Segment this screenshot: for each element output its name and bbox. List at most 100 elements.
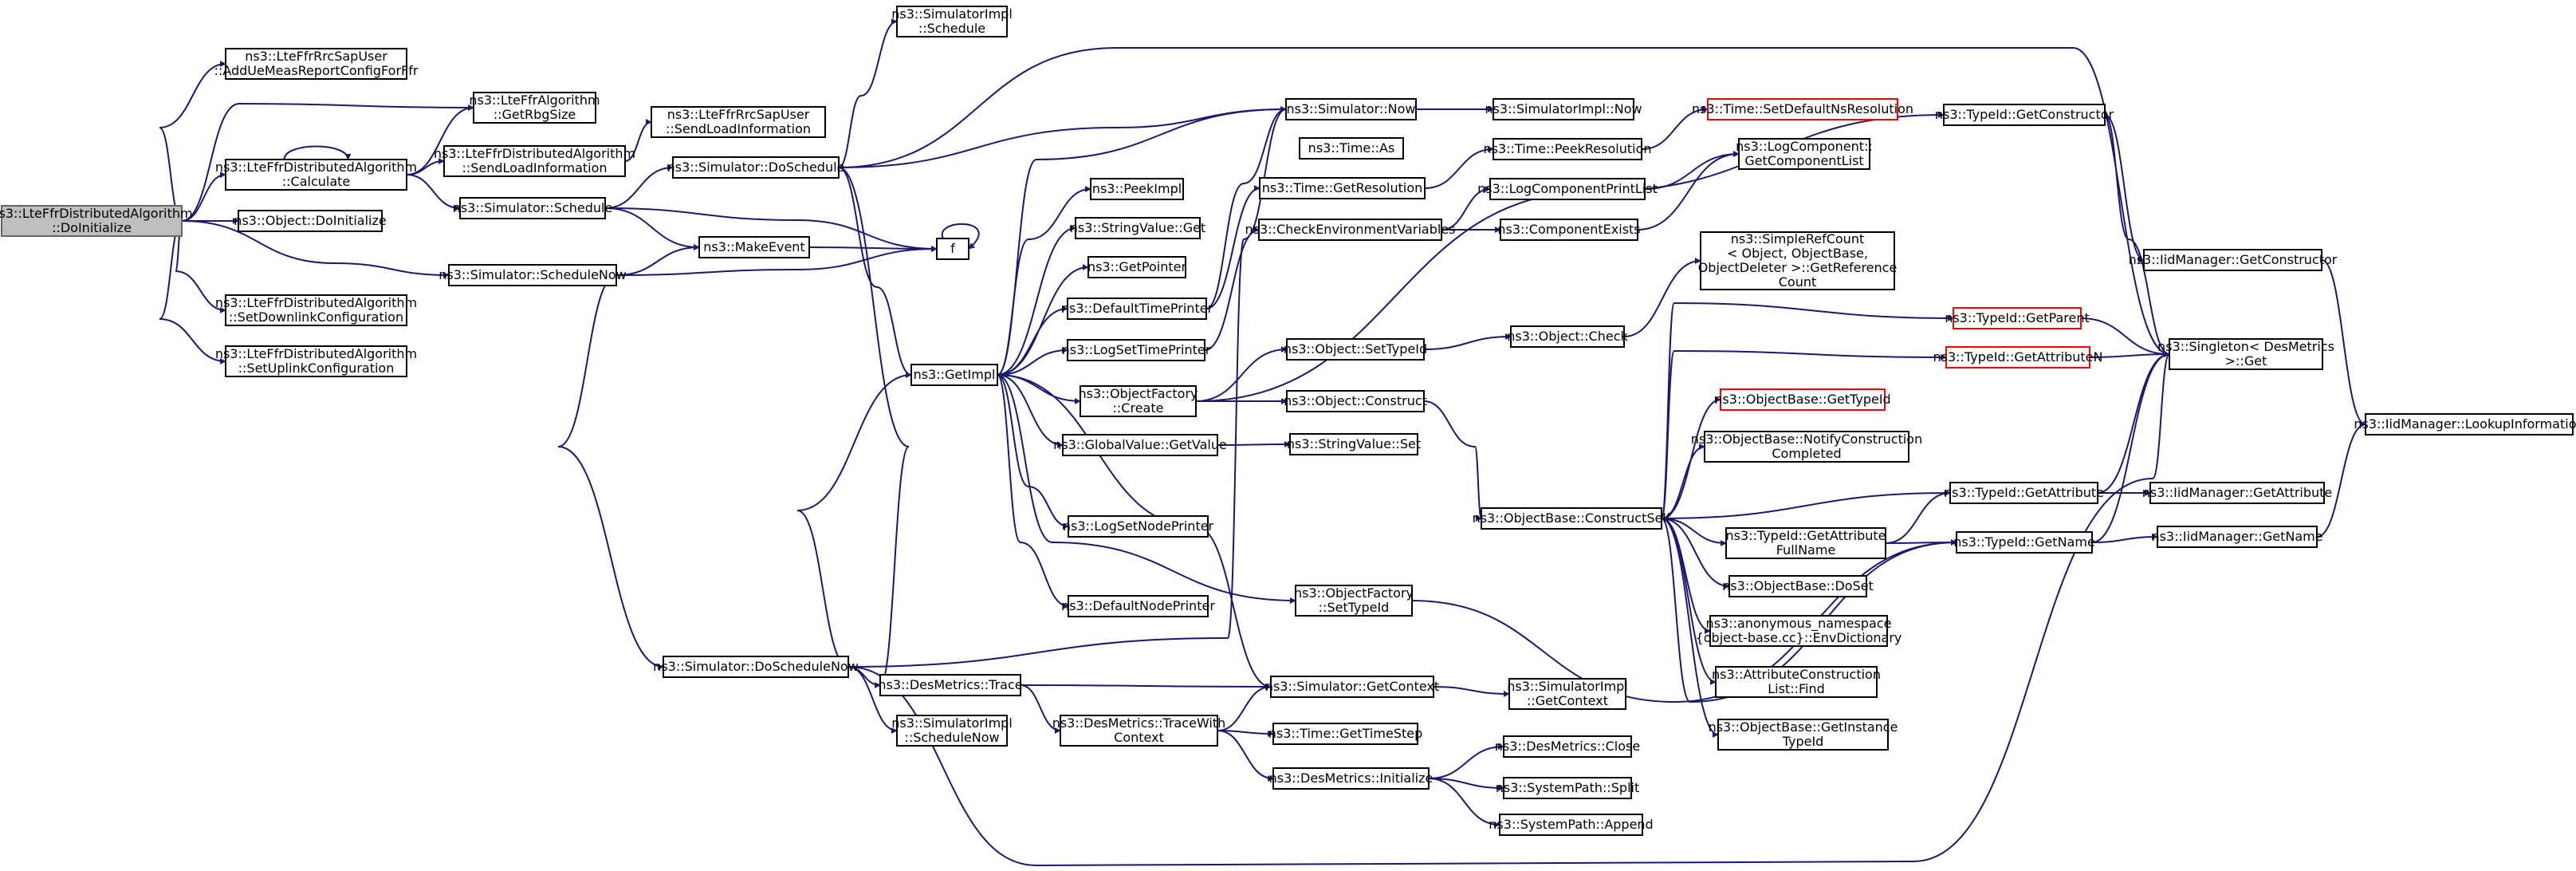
call-edge-typeidgetattr-to-singletonget bbox=[2097, 351, 2170, 494]
function-node-deftimeprinter[interactable]: ns3::DefaultTimePrinter bbox=[1061, 298, 1213, 320]
function-node-doinit[interactable]: ns3::LteFfrDistributedAlgorithm::DoIniti… bbox=[0, 205, 193, 237]
function-node-typeidgetname[interactable]: ns3::TypeId::GetName bbox=[1953, 531, 2095, 554]
function-node-envdict[interactable]: ns3::anonymous_namespace{object-base.cc}… bbox=[1696, 615, 1902, 647]
function-node-simgetctx[interactable]: ns3::Simulator::GetContext bbox=[1265, 676, 1439, 698]
node-box bbox=[1067, 339, 1205, 361]
function-node-objfactcreate[interactable]: ns3::ObjectFactory::Create bbox=[1079, 385, 1198, 417]
function-node-globalvalget[interactable]: ns3::GlobalValue::GetValue bbox=[1053, 434, 1227, 456]
call-edge-calculate-to-getrbgsize bbox=[406, 104, 474, 175]
node-label: ns3::Simulator::ScheduleNow bbox=[439, 267, 627, 282]
node-label: ns3::ObjectBase::GetTypeId bbox=[1714, 392, 1890, 407]
function-node-implgetctx[interactable]: ns3::SimulatorImpl::GetContext bbox=[1507, 678, 1628, 710]
node-box bbox=[1090, 178, 1184, 200]
node-box bbox=[1720, 388, 1886, 411]
node-label: ns3::Time::As bbox=[1308, 140, 1395, 156]
function-node-objconstruct[interactable]: ns3::Object::Construct bbox=[1284, 390, 1427, 412]
function-node-desmclose[interactable]: ns3::DesMetrics::Close bbox=[1495, 735, 1640, 758]
function-node-objfactsettypeid[interactable]: ns3::ObjectFactory::SetTypeId bbox=[1294, 585, 1414, 617]
function-node-desmtrace[interactable]: ns3::DesMetrics::Trace bbox=[878, 674, 1023, 696]
function-node-f[interactable]: f bbox=[936, 238, 969, 260]
function-node-schednow[interactable]: ns3::Simulator::ScheduleNow bbox=[439, 264, 627, 286]
node-box bbox=[672, 156, 840, 179]
call-edge-deftimeprinter-to-simnow bbox=[1205, 106, 1287, 309]
node-label: Completed bbox=[1772, 446, 1841, 461]
node-label: ns3::TypeId::GetParent bbox=[1945, 310, 2090, 325]
call-edge-checkenv-to-logcompprintlist bbox=[1441, 186, 1491, 231]
function-node-objsettypeid[interactable]: ns3::Object::SetTypeId bbox=[1284, 338, 1427, 361]
node-label: ns3::anonymous_namespace bbox=[1706, 616, 1892, 632]
call-edge-getimpl-to-deftimeprinter bbox=[997, 305, 1068, 376]
function-node-syspathsplit[interactable]: ns3::SystemPath::Split bbox=[1496, 777, 1640, 799]
call-edge-typeidgetattrn-to-singletonget bbox=[2089, 351, 2170, 358]
function-node-timegetres[interactable]: ns3::Time::GetResolution bbox=[1259, 177, 1426, 199]
function-node-logsetnodeprinter[interactable]: ns3::LogSetNodePrinter bbox=[1063, 515, 1214, 538]
function-node-typeidgetparent[interactable]: ns3::TypeId::GetParent bbox=[1945, 307, 2090, 329]
function-node-makeevent[interactable]: ns3::MakeEvent bbox=[698, 236, 810, 258]
function-node-implschednow[interactable]: ns3::SimulatorImpl::ScheduleNow bbox=[891, 715, 1013, 747]
node-box bbox=[1956, 531, 2093, 554]
function-node-iidgetconstructor[interactable]: ns3::IidManager::GetConstructor bbox=[2129, 249, 2338, 271]
function-node-singletonget[interactable]: ns3::Singleton< DesMetrics>::Get bbox=[2157, 338, 2334, 370]
function-node-objbaseconstructself[interactable]: ns3::ObjectBase::ConstructSelf bbox=[1473, 507, 1671, 530]
function-node-peekres[interactable]: ns3::Time::PeekResolution bbox=[1483, 138, 1652, 160]
function-node-getpointer[interactable]: ns3::GetPointer bbox=[1087, 256, 1187, 278]
function-node-typeidgetattrn[interactable]: ns3::TypeId::GetAttributeN bbox=[1933, 346, 2103, 368]
function-node-simnow[interactable]: ns3::Simulator::Now bbox=[1285, 98, 1417, 120]
function-node-calculate[interactable]: ns3::LteFfrDistributedAlgorithm::Calcula… bbox=[215, 159, 417, 191]
function-node-adduemeas[interactable]: ns3::LteFfrRrcSapUser::AddUeMeasReportCo… bbox=[214, 48, 419, 80]
node-box bbox=[2365, 413, 2574, 436]
function-node-strvalset[interactable]: ns3::StringValue::Set bbox=[1287, 433, 1421, 455]
function-node-objcheck[interactable]: ns3::Object::Check bbox=[1507, 325, 1629, 348]
function-node-dosched[interactable]: ns3::Simulator::DoScheduleNow bbox=[653, 656, 859, 678]
function-node-objbasegettypeid[interactable]: ns3::ObjectBase::GetTypeId bbox=[1714, 388, 1891, 411]
node-label: ns3::LogComponent:: bbox=[1736, 139, 1873, 154]
node-box bbox=[1508, 678, 1626, 710]
node-box bbox=[1707, 98, 1898, 120]
function-node-doschedule[interactable]: ns3::Simulator::DoSchedule bbox=[667, 156, 845, 179]
function-node-setdl[interactable]: ns3::LteFfrDistributedAlgorithm::SetDown… bbox=[215, 294, 417, 326]
function-node-logcompprintlist[interactable]: ns3::LogComponentPrintList bbox=[1477, 178, 1658, 200]
function-node-getcomplist[interactable]: ns3::LogComponent::GetComponentList bbox=[1736, 138, 1873, 170]
call-edge-desminit-to-syspathsplit bbox=[1428, 778, 1504, 791]
function-node-compexists[interactable]: ns3::ComponentExists bbox=[1497, 219, 1641, 241]
function-node-timegetstep[interactable]: ns3::Time::GetTimeStep bbox=[1268, 723, 1422, 745]
call-edge-objbaseconstructself-to-typeidgetattrfull bbox=[1661, 518, 1727, 546]
node-label: ns3::IidManager::LookupInformation bbox=[2354, 416, 2576, 432]
function-node-typeidgetattr[interactable]: ns3::TypeId::GetAttribute bbox=[1944, 482, 2104, 504]
function-node-setdefres[interactable]: ns3::Time::SetDefaultNsResolution bbox=[1692, 98, 1913, 120]
function-node-iidlookup[interactable]: ns3::IidManager::LookupInformation bbox=[2354, 413, 2576, 436]
function-node-notifyconstr[interactable]: ns3::ObjectBase::NotifyConstructionCompl… bbox=[1691, 431, 1922, 463]
function-node-getrbgsize[interactable]: ns3::LteFfrAlgorithm::GetRbgSize bbox=[469, 92, 600, 124]
function-node-checkenv[interactable]: ns3::CheckEnvironmentVariables bbox=[1245, 219, 1456, 241]
function-node-logsettimeprinter[interactable]: ns3::LogSetTimePrinter bbox=[1062, 339, 1211, 361]
function-node-desminit[interactable]: ns3::DesMetrics::Initialize bbox=[1269, 767, 1434, 790]
function-node-implsched[interactable]: ns3::SimulatorImpl::Schedule bbox=[891, 6, 1013, 37]
function-node-objdoinit[interactable]: ns3::Object::DoInitialize bbox=[234, 210, 387, 232]
function-node-iidgetname[interactable]: ns3::IidManager::GetName bbox=[2151, 526, 2323, 548]
function-node-getimpl[interactable]: ns3::GetImpl bbox=[910, 364, 998, 386]
call-edge-doschedule-to-implsched bbox=[838, 18, 898, 168]
function-node-defnodeprinter[interactable]: ns3::DefaultNodePrinter bbox=[1061, 595, 1215, 617]
call-edge-typeidgetname-to-singletonget bbox=[2091, 351, 2170, 543]
function-node-objbasedoset[interactable]: ns3::ObjectBase::DoSet bbox=[1722, 575, 1874, 597]
node-box bbox=[473, 92, 596, 124]
function-node-timeas[interactable]: ns3::Time::As bbox=[1299, 137, 1404, 160]
function-node-rrcsendload[interactable]: ns3::LteFfrRrcSapUser::SendLoadInformati… bbox=[651, 106, 826, 138]
function-node-typeidgetconstructor[interactable]: ns3::TypeId::GetConstructor bbox=[1935, 104, 2114, 126]
function-node-peekimpl[interactable]: ns3::PeekImpl bbox=[1090, 178, 1184, 200]
function-node-syspathappend[interactable]: ns3::SystemPath::Append bbox=[1489, 814, 1654, 836]
function-node-setul[interactable]: ns3::LteFfrDistributedAlgorithm::SetUpli… bbox=[215, 345, 417, 377]
function-node-schedule[interactable]: ns3::Simulator::Schedule bbox=[453, 197, 613, 219]
function-node-strvalget[interactable]: ns3::StringValue::Get bbox=[1070, 217, 1205, 239]
function-node-iidgetattr[interactable]: ns3::IidManager::GetAttribute bbox=[2142, 482, 2333, 504]
function-node-implnow[interactable]: ns3::SimulatorImpl::Now bbox=[1485, 98, 1642, 120]
function-node-simplerefcount[interactable]: ns3::SimpleRefCount< Object, ObjectBase,… bbox=[1698, 231, 1898, 290]
node-label: ns3::ObjectBase::ConstructSelf bbox=[1473, 510, 1671, 526]
node-box bbox=[1068, 515, 1209, 538]
function-node-sendload[interactable]: ns3::LteFfrDistributedAlgorithm::SendLoa… bbox=[434, 145, 635, 177]
call-edge-doinit-to-adduemeas bbox=[159, 61, 226, 222]
